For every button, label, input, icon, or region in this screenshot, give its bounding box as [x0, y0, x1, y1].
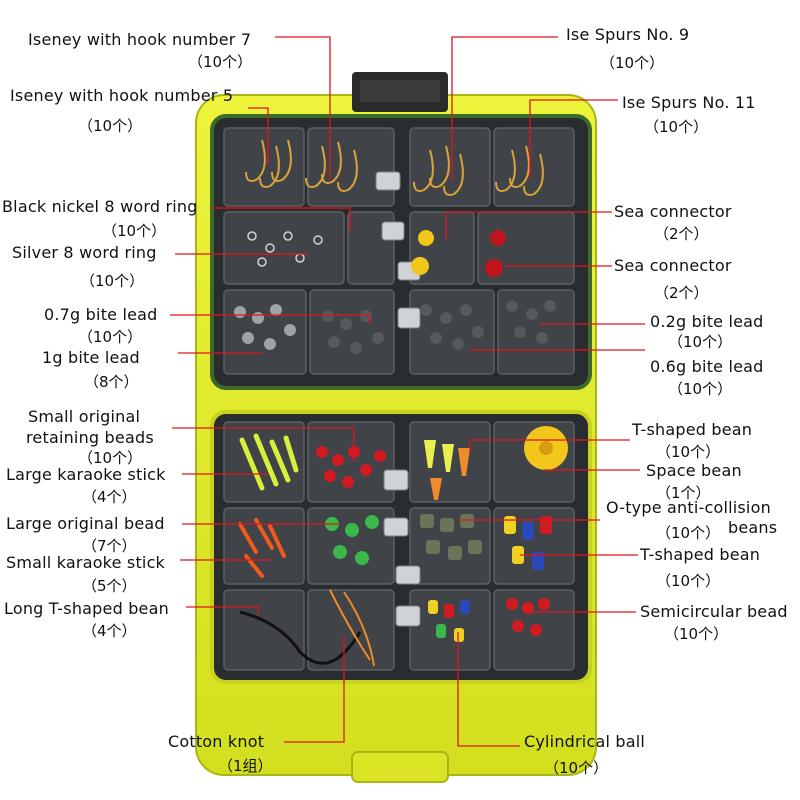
leader-line — [170, 314, 371, 324]
leader-line — [172, 427, 355, 462]
count-t-bean-b: （10个） — [656, 572, 721, 590]
count-o-type: （10个） — [656, 524, 721, 542]
label-large-bead: Large original bead — [6, 514, 165, 533]
count-silver-ring: （10个） — [80, 272, 145, 290]
label-semicircular: Semicircular bead — [640, 602, 788, 621]
label-long-t-bean: Long T-shaped bean — [4, 599, 169, 618]
label-lead-07: 0.7g bite lead — [44, 305, 158, 324]
count-iseney-hook7: （10个） — [188, 53, 253, 71]
count-sea-connector-a: （2个） — [654, 225, 709, 243]
leader-line — [186, 606, 259, 615]
label-o-type-line1: O-type anti-collision — [606, 498, 771, 517]
label-small-retaining-line1: Small original — [28, 407, 141, 426]
label-small-karaoke: Small karaoke stick — [6, 553, 166, 572]
label-iseney-hook5: Iseney with hook number 5 — [10, 86, 234, 105]
label-black-nickel-ring: Black nickel 8 word ring — [2, 197, 198, 216]
label-lead-1: 1g bite lead — [42, 348, 140, 367]
count-lead-07: （10个） — [78, 328, 143, 346]
label-ise-spurs-9: Ise Spurs No. 9 — [566, 25, 690, 44]
leader-line — [529, 99, 618, 178]
label-ise-spurs-11: Ise Spurs No. 11 — [622, 93, 756, 112]
leader-lines — [170, 36, 645, 747]
leader-line — [275, 36, 331, 180]
label-t-bean-a: T-shaped bean — [632, 420, 753, 439]
count-ise-spurs-9: （10个） — [600, 54, 665, 72]
label-o-type-line2: beans — [728, 518, 778, 537]
count-small-retaining: （10个） — [78, 449, 143, 467]
count-large-bead: （7个） — [82, 537, 137, 555]
count-lead-02: （10个） — [668, 333, 733, 351]
label-sea-connector-b: Sea connector — [614, 256, 732, 275]
leader-line — [445, 211, 612, 240]
leader-line — [284, 635, 345, 743]
label-cylindrical-ball: Cylindrical ball — [524, 732, 646, 751]
count-ise-spurs-11: （10个） — [644, 118, 709, 136]
label-t-bean-b: T-shaped bean — [640, 545, 761, 564]
leader-line — [469, 439, 630, 452]
label-iseney-hook7: Iseney with hook number 7 — [28, 30, 252, 49]
count-lead-06: （10个） — [668, 380, 733, 398]
count-large-karaoke: （4个） — [82, 488, 137, 506]
label-sea-connector-a: Sea connector — [614, 202, 732, 221]
label-silver-ring: Silver 8 word ring — [12, 243, 157, 262]
count-small-karaoke: （5个） — [82, 577, 137, 595]
count-cylindrical-ball: （10个） — [544, 759, 609, 777]
count-sea-connector-b: （2个） — [654, 284, 709, 302]
count-semicircular: （10个） — [664, 625, 729, 643]
case-bottom-tab — [351, 751, 449, 783]
count-lead-1: （8个） — [84, 373, 139, 391]
leader-line — [248, 107, 269, 165]
leader-line — [451, 36, 558, 180]
label-large-karaoke: Large karaoke stick — [6, 465, 166, 484]
label-cotton-knot: Cotton knot — [168, 732, 265, 751]
label-small-retaining-line2: retaining beads — [26, 428, 154, 447]
leader-line — [212, 207, 351, 232]
label-lead-02: 0.2g bite lead — [650, 312, 764, 331]
count-space-bean: （1个） — [656, 484, 711, 502]
count-black-nickel-ring: （10个） — [102, 222, 167, 240]
count-t-bean-a: （10个） — [656, 443, 721, 461]
label-lead-06: 0.6g bite lead — [650, 357, 764, 376]
label-space-bean: Space bean — [646, 461, 742, 480]
count-cotton-knot: （1组） — [218, 757, 273, 775]
count-long-t-bean: （4个） — [82, 622, 137, 640]
count-iseney-hook5: （10个） — [78, 117, 143, 135]
leader-line — [457, 632, 520, 747]
